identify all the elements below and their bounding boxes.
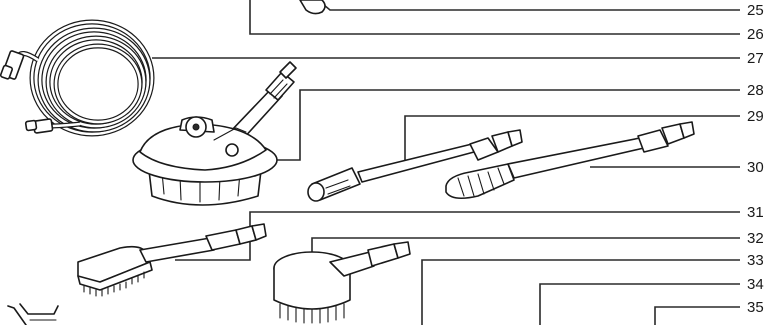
part-35-trolley xyxy=(8,304,58,325)
part-number-28: 28 xyxy=(747,82,764,99)
part-number-31: 31 xyxy=(747,204,764,221)
part-number-35: 35 xyxy=(747,299,764,316)
part-number-26: 26 xyxy=(747,26,764,43)
part-number-25: 25 xyxy=(747,2,764,19)
leader-line-35 xyxy=(655,307,740,325)
leader-line-34 xyxy=(540,284,740,325)
part-32-wash-brush xyxy=(274,242,410,323)
part-number-32: 32 xyxy=(747,230,764,247)
part-number-29: 29 xyxy=(747,108,764,125)
part-28-patio-cleaner xyxy=(133,62,296,205)
part-27-hose xyxy=(0,22,152,134)
part-number-30: 30 xyxy=(747,159,764,176)
part-30-dirt-blaster xyxy=(446,122,694,198)
part-25-accessory xyxy=(300,0,325,14)
part-number-34: 34 xyxy=(747,276,764,293)
part-number-33: 33 xyxy=(747,252,764,269)
part-number-27: 27 xyxy=(747,50,764,67)
part-numbers: 25 26 27 28 29 30 31 32 33 34 35 xyxy=(747,2,764,316)
leader-line-33 xyxy=(422,260,740,325)
leader-line-25 xyxy=(318,0,740,10)
